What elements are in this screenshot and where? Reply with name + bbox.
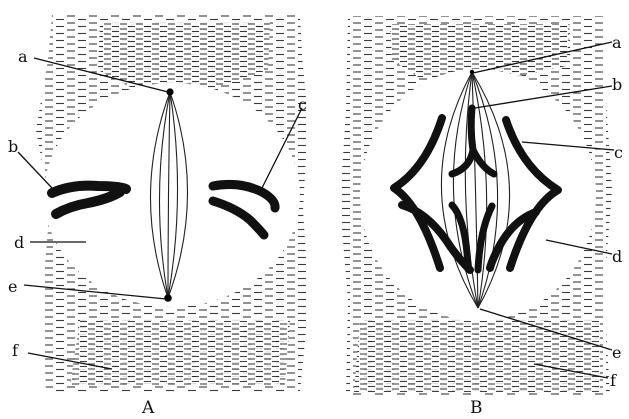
- panel-a: a b c d e f A: [8, 14, 309, 418]
- panel-b-caption: B: [470, 398, 483, 418]
- panel-a-label-f: f: [12, 341, 19, 360]
- panel-b-cytoplasm-dense-bottom: [354, 320, 600, 392]
- panel-a-caption: A: [141, 398, 155, 418]
- panel-a-label-e: e: [8, 277, 17, 296]
- panel-b-label-f: f: [610, 371, 617, 390]
- panel-b-label-a: a: [612, 33, 622, 52]
- panel-b-label-e: e: [612, 343, 621, 362]
- panel-a-cytoplasm-dense-bottom: [70, 320, 290, 385]
- panel-b-label-d: d: [612, 247, 622, 266]
- panel-a-label-c: c: [298, 95, 307, 114]
- panel-b-label-c: c: [614, 143, 623, 162]
- panel-a-label-a: a: [18, 47, 28, 66]
- panel-a-label-d: d: [14, 233, 24, 252]
- panel-b-label-b: b: [612, 75, 622, 94]
- panel-a-label-b: b: [8, 137, 18, 156]
- panel-b-labels: a b c d e f: [610, 33, 623, 390]
- panel-a-centrosome-bottom: [164, 294, 172, 302]
- panel-b: a b c d e f B: [340, 16, 623, 418]
